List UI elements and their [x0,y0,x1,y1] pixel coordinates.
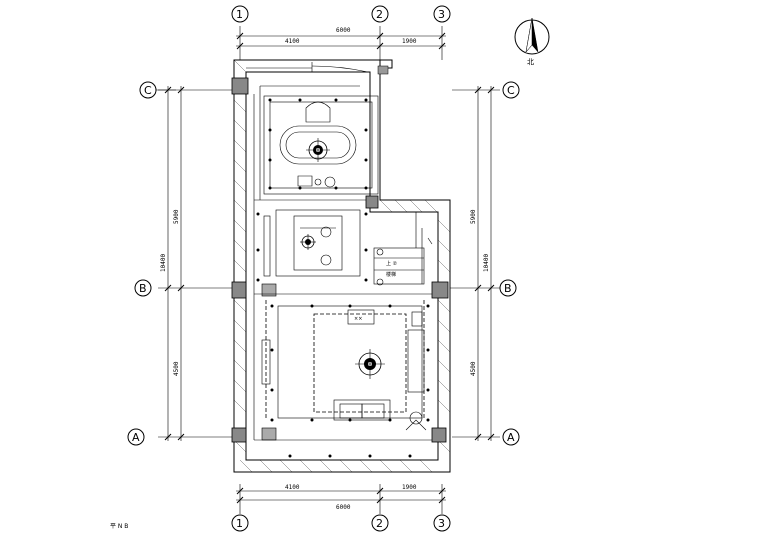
svg-text:B: B [139,282,147,295]
svg-text:A: A [507,431,515,444]
bottom-dim-2: 1900 [402,484,417,491]
ceiling-medallion-middle-icon [300,234,316,250]
right-lower-dim: 4500 [470,361,477,376]
interior-partitions [253,85,432,441]
svg-text:C: C [507,84,515,97]
axis-bubble-left-c: C [139,81,176,99]
axis-bubble-right-a: A [502,428,520,446]
ceiling-medallion-living-icon [355,349,385,379]
ceiling-lights [256,98,430,458]
svg-text:A: A [132,431,140,444]
right-upper-dim: 5900 [470,209,477,224]
svg-text:2: 2 [376,517,383,530]
furniture-tag: ×× [354,316,362,322]
axis-bubble-bottom-3: 3 [433,514,451,532]
north-label: 北 [527,58,534,66]
ceiling-medallion-icon [306,138,330,162]
middle-room [263,209,361,277]
left-upper-dim: 5900 [173,209,180,224]
drawing-footer: 平 N B [110,523,128,530]
bottom-total-dim: 6000 [336,504,351,511]
axis-bubble-right-c: C [502,81,520,99]
svg-text:3: 3 [438,8,445,21]
bottom-dimension-chain: 4100 1900 6000 [236,484,446,514]
top-dim-2: 1900 [402,38,417,45]
axis-bubble-top-1: 1 [231,5,249,23]
top-total-dim: 6000 [336,27,351,34]
stair: 上 ② 楼梯 [373,212,433,286]
svg-text:3: 3 [438,517,445,530]
axis-bubble-left-a: A [127,428,145,446]
svg-text:1: 1 [236,8,243,21]
svg-text:B: B [504,282,512,295]
left-total-dim: 10400 [160,254,167,272]
top-entrance [246,62,389,75]
top-dimension-chain: 6000 4100 1900 [236,26,446,60]
stair-note-1: 上 ② [386,260,398,267]
structural-columns [231,77,449,443]
living-room: ×× [261,300,427,431]
right-dimension-chain: 5900 10400 4500 [450,86,500,441]
axis-bubble-top-2: 2 [371,5,389,23]
right-total-dim: 10400 [483,254,490,272]
dining-room [263,95,379,195]
bottom-dim-1: 4100 [285,484,300,491]
svg-text:C: C [144,84,152,97]
left-lower-dim: 4500 [173,361,180,376]
axis-bubble-top-3: 3 [433,5,451,23]
axis-bubble-bottom-2: 2 [371,514,389,532]
svg-text:1: 1 [236,517,243,530]
axis-bubble-right-b: B [499,279,517,297]
axis-bubble-bottom-1: 1 [231,514,249,532]
left-dimension-chain: 10400 5900 4500 [158,86,236,441]
north-arrow-icon: 北 [514,17,550,66]
svg-text:2: 2 [376,8,383,21]
axis-bubble-left-b: B [134,279,152,297]
stair-note-2: 楼梯 [386,271,396,278]
top-dim-1: 4100 [285,38,300,45]
